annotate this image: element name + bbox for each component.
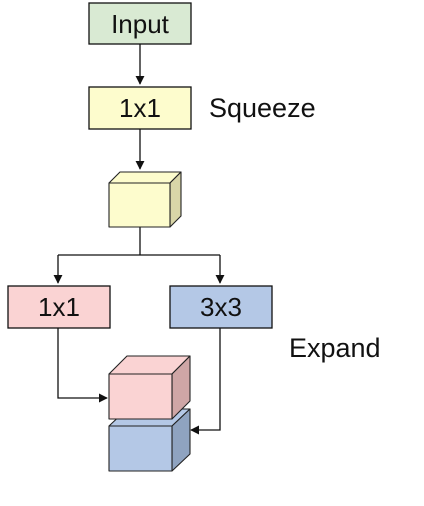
expand-1x1-node: 1x1 [7, 285, 111, 329]
squeeze-cube-front [108, 182, 171, 228]
expand-1x1-label: 1x1 [38, 292, 80, 322]
expand-1x1-box [7, 285, 111, 329]
expand-3x3-box [169, 285, 273, 329]
squeeze-conv-box [88, 86, 192, 130]
input-box [88, 2, 192, 45]
blue-cube-front [108, 425, 173, 472]
squeeze-node: 1x1 [88, 86, 192, 130]
pink-cube-front [108, 373, 173, 420]
squeeze-conv-label: 1x1 [119, 93, 161, 123]
input-node: Input [88, 2, 192, 45]
expand-3x3-node: 3x3 [169, 285, 273, 329]
squeeze-cube-top [108, 171, 182, 184]
squeeze-label: Squeeze [209, 93, 316, 123]
edge-expand-3x3-to-output [190, 328, 221, 435]
input-label: Input [111, 9, 170, 39]
clipped-caption-remnant [20, 502, 80, 506]
expand-1x1-output-cube [108, 355, 191, 420]
squeeze-output-cube [108, 171, 182, 228]
expand-label: Expand [289, 333, 381, 363]
edge-expand-1x1-to-output [57, 328, 108, 403]
expand-3x3-label: 3x3 [200, 292, 242, 322]
edges [53, 44, 225, 435]
